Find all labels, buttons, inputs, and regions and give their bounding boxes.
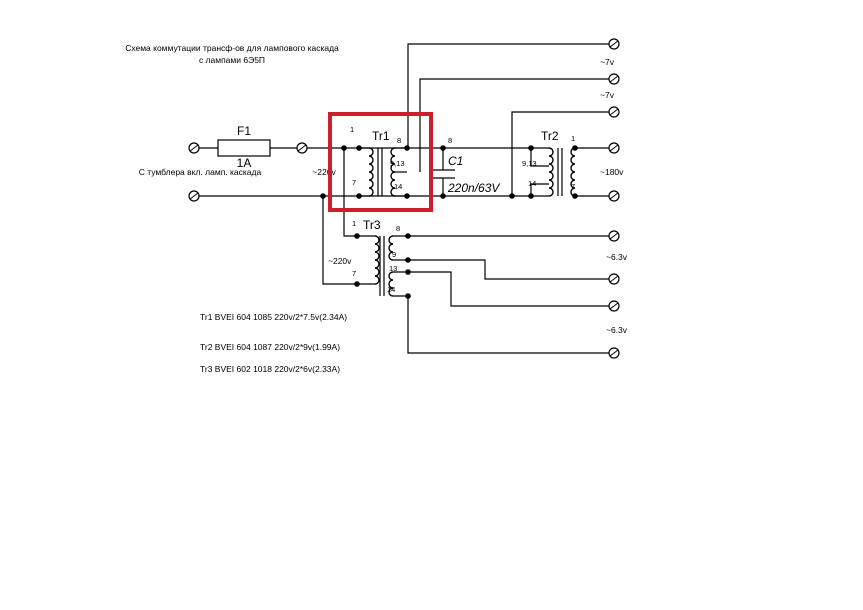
- c1-node-label: 8: [448, 136, 452, 145]
- tr3-pin-1: 1: [352, 219, 356, 228]
- terminal-out-7v-b: [608, 73, 620, 85]
- terminal-out-7v-a: [608, 38, 620, 50]
- c1-value: 220n/63V: [447, 181, 500, 195]
- tr3-pin-7: 7: [352, 269, 356, 278]
- tr1-name: Tr1: [372, 129, 390, 143]
- source-label: С тумблера вкл. ламп. каскада: [139, 167, 262, 177]
- tr1-pin-1: 1: [350, 125, 354, 134]
- transformer-tr3: [374, 235, 394, 297]
- title-line-2: с лампами 6Э5П: [199, 55, 265, 65]
- terminal-out-7v-c: [608, 106, 620, 118]
- output-second-label: ~7v: [600, 90, 615, 100]
- tr3-pin-14: 14: [387, 285, 395, 294]
- title-line-1: Схема коммутации трансф-ов для лампового…: [125, 43, 339, 53]
- spec-tr2: Tr2 BVEI 604 1087 220v/2*9v(1.99A): [200, 342, 340, 352]
- fuse-rating: 1A: [237, 156, 252, 170]
- c1-name: C1: [448, 154, 463, 168]
- terminal-out-6v3-b1: [608, 300, 620, 312]
- tr3-pin-9: 9: [392, 250, 396, 259]
- wires: [199, 43, 609, 354]
- tr3-mains-voltage: ~220v: [328, 256, 352, 266]
- mains-voltage-label: ~220v: [312, 167, 336, 177]
- terminal-out-6v3-b2: [608, 347, 620, 359]
- highlight-box-tr1: [328, 112, 433, 212]
- terminal-out-180v-b: [608, 190, 620, 202]
- terminal-input-neutral: [188, 190, 200, 202]
- terminal-input-live: [188, 142, 200, 154]
- tr1-pin-9-13: 9,13: [390, 159, 405, 168]
- terminal-out-6v3-a2: [608, 273, 620, 285]
- tr2-pin-9-13: 9,13: [522, 159, 537, 168]
- junction-dots: [320, 145, 578, 299]
- spec-tr1: Tr1 BVEI 604 1085 220v/2*7.5v(2.34A): [200, 312, 347, 322]
- tr3-output-a: ~6.3v: [606, 252, 628, 262]
- tr3-pin-8: 8: [396, 224, 400, 233]
- tr2-pin-1: 1: [571, 134, 575, 143]
- transformer-tr1: [368, 147, 396, 197]
- tr1-pin-7: 7: [352, 178, 356, 187]
- tr1-pin-8: 8: [397, 136, 401, 145]
- terminal-out-6v3-a1: [608, 230, 620, 242]
- tr2-pin-7: 7: [571, 182, 575, 191]
- transformer-tr2: [548, 147, 576, 197]
- fuse-label: F1: [237, 124, 251, 138]
- tr2-pin-14: 14: [528, 179, 536, 188]
- terminals: [188, 38, 620, 359]
- tr3-pin-13: 13: [389, 264, 397, 273]
- fuse-f1: [217, 139, 271, 157]
- spec-tr3: Tr3 BVEI 602 1018 220v/2*6v(2.33A): [200, 364, 340, 374]
- terminal-fuse-out: [296, 142, 308, 154]
- tr3-name: Tr3: [363, 218, 381, 232]
- tr1-pin-14: 14: [394, 182, 402, 191]
- tr2-output-voltage: ~180v: [600, 167, 624, 177]
- terminal-out-180v-a: [608, 142, 620, 154]
- output-top-label: ~7v: [600, 57, 615, 67]
- tr2-name: Tr2: [541, 129, 559, 143]
- tr3-output-b: ~6.3v: [606, 325, 628, 335]
